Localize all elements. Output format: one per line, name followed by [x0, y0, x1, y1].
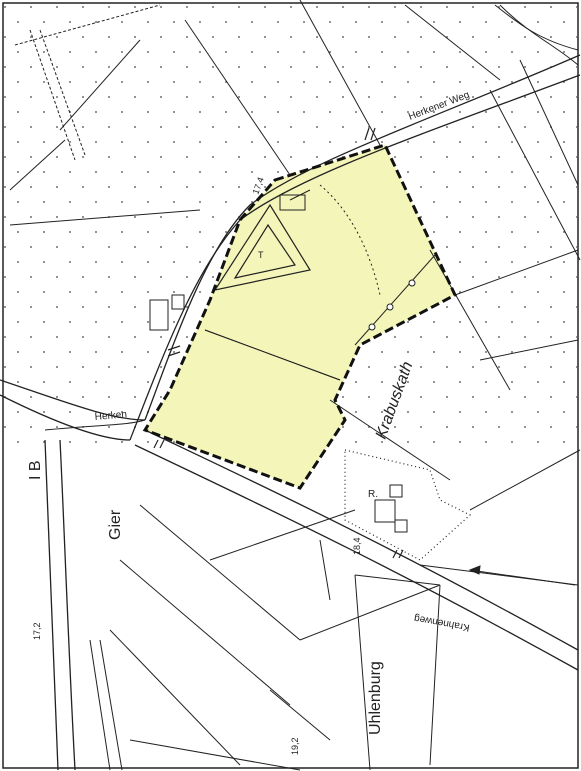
roads	[0, 4, 581, 771]
arrow-icon	[468, 565, 576, 586]
t-label: T	[258, 250, 264, 260]
highlighted-area	[145, 145, 455, 488]
gier-label: Gier	[107, 509, 124, 540]
height-18-4-label: 18,4	[352, 537, 362, 555]
area-inner-lines	[204, 184, 381, 381]
herkener-short-label: Herken	[94, 409, 127, 423]
farmstead-boundary	[344, 449, 472, 561]
r-label: R.	[368, 489, 378, 500]
utility-line	[354, 254, 436, 346]
height-19-2-label: 19,2	[290, 737, 300, 755]
height-17-2-label: 17,2	[32, 622, 42, 640]
krahnenweg-road	[144, 429, 579, 651]
triangle-feature	[213, 203, 311, 291]
parcel-lines	[9, 0, 581, 771]
uhlenburg-label: Uhlenburg	[367, 661, 384, 735]
area-boundary	[142, 143, 457, 490]
road-markers	[153, 127, 404, 559]
ib-label: I B	[27, 460, 44, 480]
buildings	[149, 294, 408, 533]
road-west-curve	[0, 379, 146, 421]
